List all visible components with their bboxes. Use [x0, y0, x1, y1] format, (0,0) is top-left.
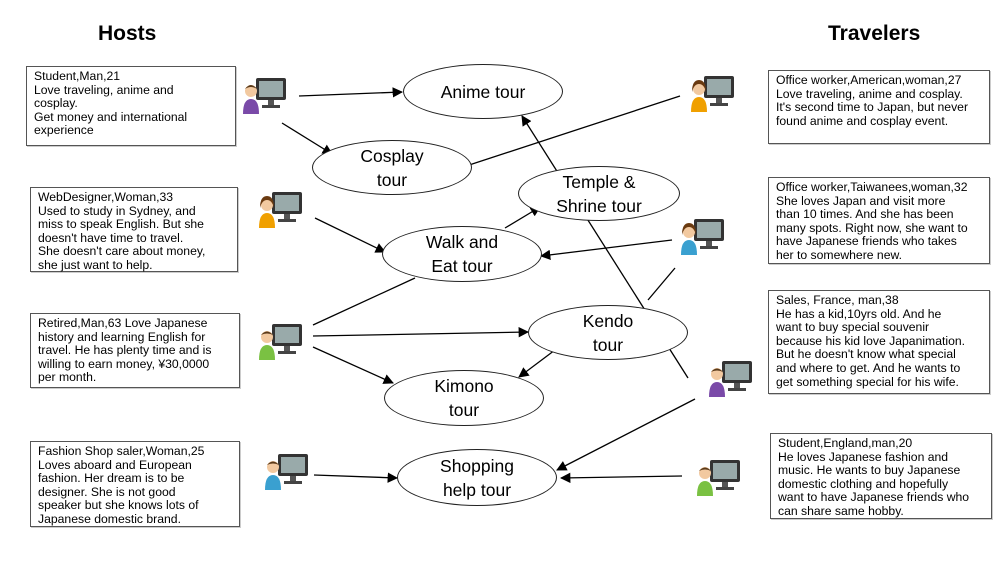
- tour-shopping-help: Shopping help tour: [397, 449, 557, 506]
- person-computer-icon: [259, 192, 302, 228]
- person-computer-icon: [697, 460, 740, 496]
- tour-cosplay: Cosplay tour: [312, 140, 472, 195]
- tour-temple-shrine: Temple & Shrine tour: [518, 166, 680, 221]
- hosts-heading: Hosts: [98, 22, 157, 45]
- tour-anime: Anime tour: [403, 64, 563, 119]
- host-card-student: Student,Man,21 Love traveling, anime and…: [26, 66, 236, 146]
- line-traveler2-kendo: [647, 267, 676, 301]
- host-card-fashion: Fashion Shop saler,Woman,25 Loves aboard…: [30, 441, 240, 527]
- arrow-host4-shopping: [313, 472, 399, 483]
- arrow-host3-kendo: [312, 326, 530, 338]
- arrow-host2-walk: [314, 217, 386, 253]
- tour-kimono: Kimono tour: [384, 370, 544, 426]
- host-card-retired: Retired,Man,63 Love Japanese history and…: [30, 313, 240, 388]
- person-computer-icon: [259, 324, 302, 360]
- travelers-heading: Travelers: [828, 22, 921, 45]
- traveler-card-taiwanese: Office worker,Taiwanees,woman,32 She lov…: [768, 177, 990, 264]
- person-computer-icon: [243, 78, 286, 114]
- arrow-traveler4-shopping: [559, 472, 683, 484]
- host-card-webdesigner: WebDesigner,Woman,33 Used to study in Sy…: [30, 187, 238, 272]
- person-computer-icon: [681, 219, 724, 255]
- tour-kendo: Kendo tour: [528, 305, 688, 360]
- traveler-card-american: Office worker,American,woman,27 Love tra…: [768, 70, 990, 144]
- arrow-host1-anime: [298, 87, 404, 98]
- person-computer-icon: [691, 76, 734, 112]
- arrow-traveler2-walk: [539, 239, 673, 261]
- line-host3-walk: [312, 277, 416, 326]
- arrow-host3-kimono: [312, 346, 394, 384]
- arrow-host1-cosplay: [281, 122, 333, 155]
- person-computer-icon: [265, 454, 308, 490]
- arrow-traveler3-shopping: [556, 398, 696, 471]
- traveler-card-english: Student,England,man,20 He loves Japanese…: [770, 433, 992, 519]
- traveler-card-french: Sales, France, man,38 He has a kid,10yrs…: [768, 290, 990, 394]
- arrow-kendo-kimono: [518, 349, 556, 378]
- arrow-traveler1-cosplay: [459, 95, 681, 171]
- tour-walk-eat: Walk and Eat tour: [382, 226, 542, 282]
- person-computer-icon: [709, 361, 752, 397]
- arrow-walk-temple: [504, 206, 541, 229]
